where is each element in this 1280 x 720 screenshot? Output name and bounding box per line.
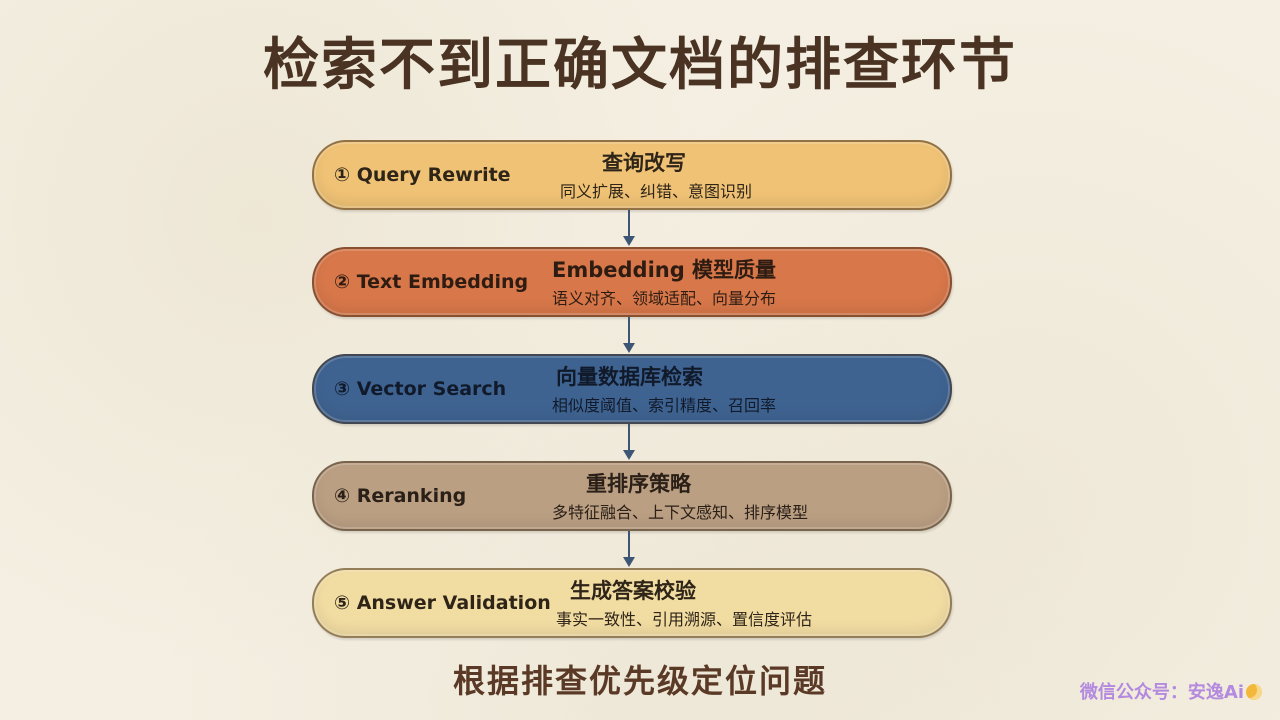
- step-detail: 同义扩展、纠错、意图识别: [560, 182, 753, 201]
- step-heading: 重排序策略: [586, 472, 691, 496]
- step-detail: 语义对齐、领域适配、向量分布: [552, 289, 777, 308]
- watermark-text: 微信公众号：安逸Ai: [1079, 682, 1244, 703]
- step-heading: 查询改写: [602, 151, 686, 175]
- watermark: 微信公众号：安逸Ai: [1080, 678, 1262, 704]
- step-label: ② Text Embedding: [334, 271, 529, 293]
- step-vector-search: ③ Vector Search 向量数据库检索 相似度阈值、索引精度、召回率: [312, 354, 952, 424]
- step-detail: 相似度阈值、索引精度、召回率: [552, 396, 777, 415]
- moon-icon: [1246, 684, 1262, 700]
- step-label: ④ Reranking: [334, 485, 467, 507]
- down-arrow-icon: [623, 531, 635, 567]
- step-label: ③ Vector Search: [334, 378, 507, 400]
- step-query-rewrite: ① Query Rewrite 查询改写 同义扩展、纠错、意图识别: [312, 140, 952, 210]
- step-answer-validation: ⑤ Answer Validation 生成答案校验 事实一致性、引用溯源、置信…: [312, 568, 952, 638]
- step-heading: 向量数据库检索: [556, 365, 703, 389]
- down-arrow-icon: [623, 210, 635, 246]
- step-detail: 事实一致性、引用溯源、置信度评估: [556, 610, 813, 629]
- step-heading: 生成答案校验: [570, 579, 696, 603]
- step-reranking: ④ Reranking 重排序策略 多特征融合、上下文感知、排序模型: [312, 461, 952, 531]
- step-text-embedding: ② Text Embedding Embedding 模型质量 语义对齐、领域适…: [312, 247, 952, 317]
- page-title: 检索不到正确文档的排查环节: [263, 33, 1017, 98]
- step-detail: 多特征融合、上下文感知、排序模型: [552, 503, 809, 522]
- step-label: ⑤ Answer Validation: [334, 592, 551, 614]
- step-label: ① Query Rewrite: [334, 164, 511, 186]
- footer-caption: 根据排查优先级定位问题: [452, 662, 827, 700]
- down-arrow-icon: [623, 317, 635, 353]
- down-arrow-icon: [623, 424, 635, 460]
- step-heading: Embedding 模型质量: [552, 258, 777, 282]
